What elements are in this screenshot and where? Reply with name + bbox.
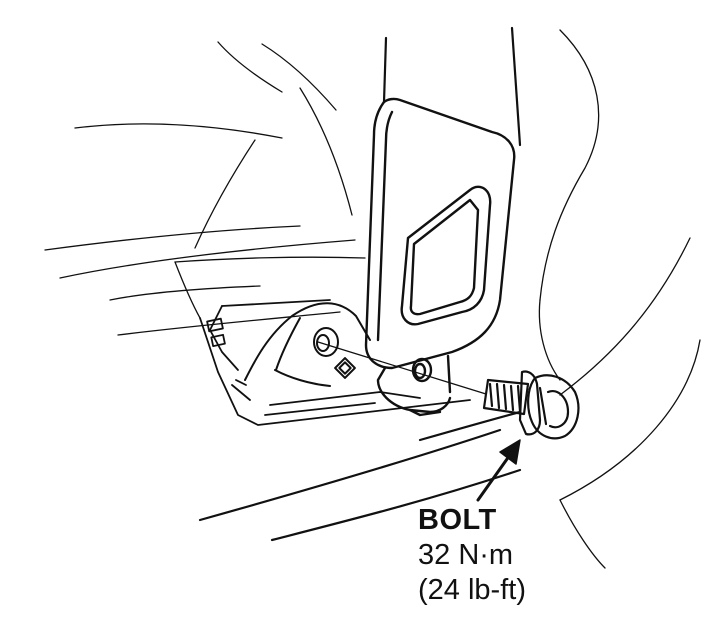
assembly-axis-line — [317, 341, 487, 395]
callout-leader — [476, 450, 514, 502]
anchor-recess — [199, 299, 471, 426]
belt-anchor-tongue — [364, 97, 516, 417]
bolt-callout: BOLT 32 N·m (24 lb-ft) — [418, 506, 618, 609]
bolt — [482, 370, 580, 440]
belt-webbing — [382, 26, 522, 147]
interior-trim-lines — [44, 29, 701, 569]
callout-part-name: BOLT — [418, 504, 497, 536]
floor-rail — [198, 410, 522, 542]
anchor-plate — [244, 302, 371, 387]
callout-arrowhead — [499, 439, 521, 465]
callout-torque-imperial: (24 lb-ft) — [418, 574, 526, 606]
callout-torque-metric: 32 N·m — [418, 539, 514, 571]
